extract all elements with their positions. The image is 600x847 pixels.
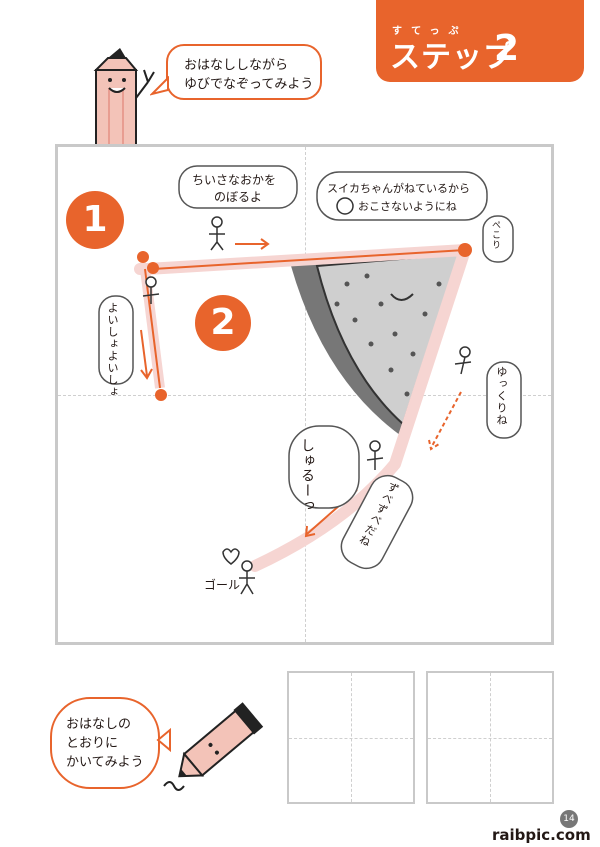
label-goal: ゴール: [204, 578, 241, 592]
pencil-mascot-writing-icon: [156, 702, 264, 791]
speech-bubble-bottom: おはなしの とおりに かいてみよう: [50, 697, 160, 789]
guide-line-horizontal: [58, 394, 551, 396]
step-title: ステップ: [390, 40, 514, 75]
bubble-bottom-line3: かいてみよう: [66, 755, 144, 770]
bubble-bottom-line2: とおりに: [66, 736, 119, 751]
practice-2-guide-h: [428, 737, 552, 739]
watermark: raibpic.com: [492, 826, 591, 844]
practice-box-1[interactable]: [287, 671, 415, 804]
bubble-top-line2: ゆびでなぞってみよう: [184, 77, 314, 92]
step-number: 2: [494, 28, 520, 69]
label-watermelon-2: おこさないようにね: [358, 200, 457, 213]
step-header: [376, 0, 584, 82]
label-watermelon-1: スイカちゃんがねているから: [327, 182, 470, 195]
label-hill-1: ちいさなおかを: [192, 173, 277, 187]
label-shuru: しゅるーっ: [299, 438, 315, 513]
page-number: 14: [560, 810, 578, 828]
label-yukkuri: ゆっくりね: [495, 366, 508, 426]
bubble-bottom-line1: おはなしの: [66, 717, 132, 732]
start-marker-2: 2: [195, 295, 251, 351]
bubble-top-line1: おはなししながら: [184, 58, 289, 73]
speech-bubble-top: おはなししながら ゆびでなぞってみよう: [166, 44, 322, 100]
bubble-tail-icon: [150, 76, 169, 96]
practice-1-guide-h: [289, 737, 413, 739]
step-ruby: すてっぷ: [392, 26, 468, 37]
label-pecori: ぺこり: [490, 220, 500, 250]
label-hill-2: のぼるよ: [214, 190, 263, 204]
trace-area[interactable]: [55, 144, 554, 645]
practice-box-2[interactable]: [426, 671, 554, 804]
watermelon-icon: [291, 248, 467, 440]
story-map: [98, 165, 522, 595]
label-yoisho: よいしょよいしょ: [106, 302, 119, 398]
start-marker-1: 1: [66, 191, 124, 249]
